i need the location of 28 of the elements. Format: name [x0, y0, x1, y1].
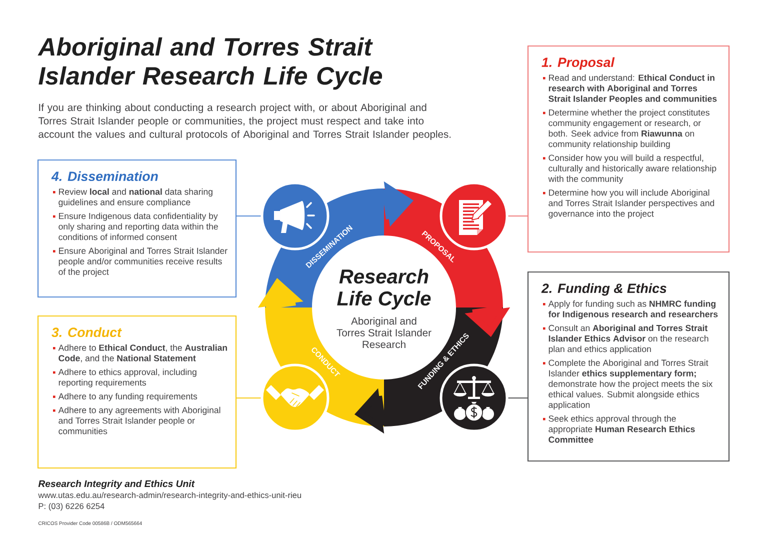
bullet-text: Adhere to any funding requirements [58, 393, 198, 402]
bullet-text: Consider how you will build a respectful, culturally and historically aware relationship with the community [548, 154, 716, 184]
bullet-text: Apply for funding such as NHMRC funding for Indigenous research and researchers [548, 300, 718, 320]
page-title: Aboriginal and Torres Strait Islander Research Life Cycle [38, 37, 382, 90]
bullet-text: Ensure Aboriginal and Torres Strait Islander people and/or communities receive results of the project [58, 248, 228, 277]
phone-number: P: (03) 6226 6254 [38, 502, 104, 511]
bullet-text: Adhere to any agreements with Aboriginal and Torres Strait Islander people or communities [58, 406, 220, 434]
website-url: www.utas.edu.au/research-admin/research-integrity-and-ethics-unit-rieu [38, 492, 302, 500]
bullet-text: Ensure Indigenous data confidentiality by only sharing and reporting data within the conditions of informed consent [58, 212, 218, 240]
info-box [527, 271, 730, 462]
bullet-text: Seek ethics approval through the appropriate Human Research Ethics Committee [548, 415, 695, 443]
info-box [37, 315, 237, 469]
bullet-text: Determine whether the project constitutes community engagement or research, or both. Seek advice from Riawunna on community relationship building [548, 109, 710, 149]
bullet-text: Read and understand: Ethical Conduct in research with Aboriginal and Torres Strait Islander Peoples and communities [548, 74, 717, 104]
bullet-text: Adhere to ethics approval, including reporting requirements [58, 368, 196, 388]
intro-paragraph: If you are thinking about conducting a research project with, or about Aboriginal and Torres Strait Islander people or communities, the project must respect and take into account the values and cultural protocols of Aboriginal and Torres Strait Islander peoples. [38, 104, 451, 140]
unit-name: Research Integrity and Ethics Unit [38, 480, 195, 489]
box-heading: 1. Proposal [542, 57, 615, 70]
info-box [527, 45, 730, 253]
bullet-text: Complete the Aboriginal and Torres Strait Islander ethics supplementary form; demonstrate how the project meets the six ethical values. Submit alongside ethics application [548, 360, 713, 410]
box-heading: 2. Funding & Ethics [541, 283, 666, 296]
bullet-text: Consult an Aboriginal and Torres Strait Islander Ethics Advisor on the research plan and ethics application [548, 324, 708, 354]
bullet-text: Review local and national data sharing guidelines and ensure compliance [58, 188, 212, 208]
bullet-text: Determine how you will include Aboriginal and Torres Strait Islander perspectives and governance into the project [548, 189, 714, 218]
info-box [37, 159, 237, 298]
box-heading: 3. Conduct [52, 327, 122, 338]
bullet-text: Adhere to Ethical Conduct, the Australian Code, and the National Statement [58, 344, 227, 362]
box-heading: 4. Dissemination [51, 171, 158, 182]
